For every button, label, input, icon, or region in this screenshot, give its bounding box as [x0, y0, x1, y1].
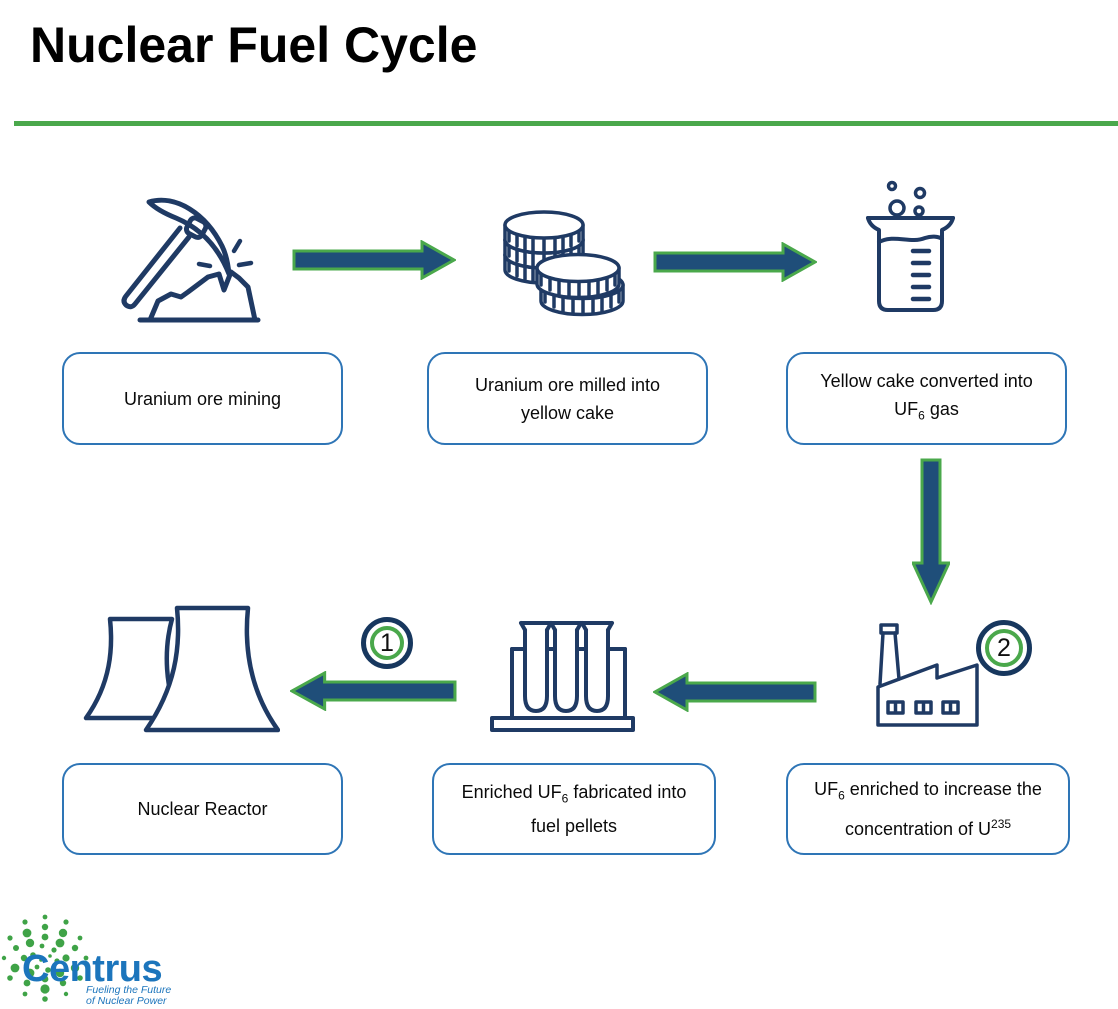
- arrow-fabrication-to-reactor: [290, 671, 457, 711]
- tagline-line-1: Fueling the Future: [86, 984, 172, 996]
- beaker-icon: [866, 180, 955, 312]
- step-badge-1-number: 1: [370, 626, 404, 660]
- step-badge-2: 2: [976, 620, 1032, 676]
- arrow-mining-to-milling: [292, 240, 456, 280]
- title-divider-rule: [14, 121, 1118, 126]
- step-label-line: Uranium ore milled into: [474, 374, 661, 395]
- step-label-line: concentration of U235: [844, 816, 1012, 839]
- step-label-line: Yellow cake converted into: [820, 371, 1033, 392]
- step-label-line: UF6 enriched to increase the: [814, 779, 1042, 803]
- centrus-logo-wordmark: Centrus: [22, 948, 163, 990]
- step-badge-2-number: 2: [985, 629, 1023, 667]
- step-box-enrichment: UF6 enriched to increase the concentrati…: [786, 763, 1070, 855]
- step-box-conversion: Yellow cake converted into UF6 gas: [786, 352, 1067, 445]
- step-label-line: Enriched UF6 fabricated into: [461, 781, 687, 806]
- step-box-fabrication: Enriched UF6 fabricated into fuel pellet…: [432, 763, 716, 855]
- step-box-milling: Uranium ore milled into yellow cake: [427, 352, 708, 445]
- step-box-mining: Uranium ore mining: [62, 352, 343, 445]
- centrus-logo-tagline: Fueling the Future of Nuclear Power: [86, 985, 171, 1007]
- step-label-line: yellow cake: [520, 402, 615, 423]
- step-label: Nuclear Reactor: [137, 799, 268, 819]
- tagline-line-2: of Nuclear Power: [86, 995, 167, 1007]
- step-badge-1: 1: [361, 617, 413, 669]
- page-title: Nuclear Fuel Cycle: [30, 17, 478, 73]
- test-tubes-rack-icon: [490, 621, 635, 732]
- yellowcake-stacks-icon: [503, 210, 625, 317]
- arrow-enrichment-to-fabrication: [653, 672, 817, 712]
- cooling-towers-icon: [83, 605, 280, 733]
- step-label: Uranium ore mining: [123, 388, 282, 409]
- step-label-line: fuel pellets: [530, 816, 618, 837]
- enrichment-plant-icon: [876, 623, 979, 727]
- step-box-reactor: Nuclear Reactor: [62, 763, 343, 855]
- arrow-conversion-to-enrichment: [912, 458, 950, 605]
- pickaxe-rock-icon: [121, 197, 261, 323]
- arrow-milling-to-conversion: [653, 242, 817, 282]
- green-dots-burst-icon: [1, 914, 89, 1002]
- step-label-line: UF6 gas: [894, 399, 959, 423]
